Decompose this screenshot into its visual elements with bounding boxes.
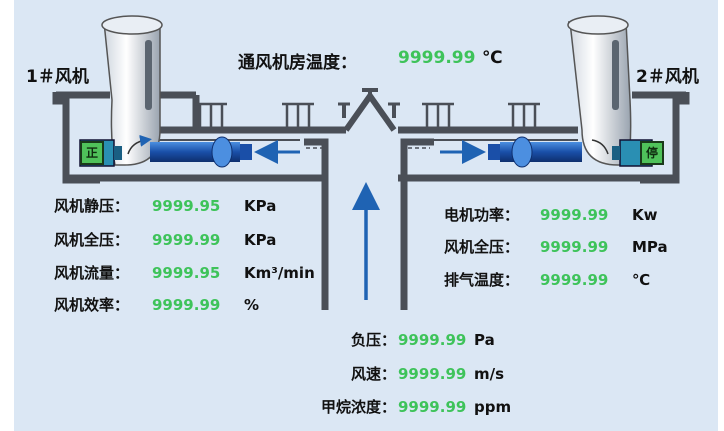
fan1-hood: [101, 15, 163, 166]
param-value: 9999.95: [152, 264, 221, 282]
param-label: 排气温度：: [444, 271, 520, 289]
param-value: 9999.99: [152, 296, 221, 314]
param-label: 甲烷浓度：: [320, 398, 396, 416]
fan2-housing: [398, 91, 690, 184]
fan1-motor: [79, 136, 300, 168]
param-label: 风机全压：: [444, 238, 520, 256]
main-shaft: [304, 138, 434, 310]
param-label: 负压：: [350, 331, 396, 349]
param-value: 9999.99: [540, 271, 609, 289]
damper-roof: [338, 88, 400, 132]
right-duct: [398, 126, 578, 141]
fan2-title: 2＃风机: [636, 67, 699, 87]
param-unit: MPa: [632, 238, 668, 256]
duct-valves: [195, 102, 540, 128]
param-unit: Kw: [632, 206, 658, 224]
param-value: 9999.95: [152, 197, 221, 215]
param-unit: KPa: [244, 231, 277, 249]
param-label: 风机流量：: [54, 264, 130, 282]
param-value: 9999.99: [398, 365, 467, 383]
param-unit: KPa: [244, 197, 277, 215]
room-temp-label: 通风机房温度：: [238, 53, 357, 73]
param-label: 风机静压：: [54, 197, 130, 215]
param-value: 9999.99: [398, 331, 467, 349]
param-label: 风机效率：: [54, 296, 130, 314]
fan2-motor: [440, 136, 653, 168]
param-unit: %: [244, 296, 260, 314]
param-value: 9999.99: [398, 398, 467, 416]
room-temp-unit: ℃: [482, 48, 503, 68]
room-temp-value: 9999.99: [398, 48, 476, 68]
fan1-housing: [52, 91, 326, 184]
fan2-status-indicator[interactable]: 停: [640, 141, 664, 165]
param-unit: Km³/min: [244, 264, 315, 282]
param-unit: ppm: [474, 398, 512, 416]
param-unit: m/s: [474, 365, 505, 383]
param-label: 风机全压：: [54, 231, 130, 249]
param-value: 9999.99: [540, 206, 609, 224]
param-label: 电机功率：: [444, 206, 520, 224]
param-label: 风速：: [350, 365, 396, 383]
fan1-status-indicator[interactable]: 正: [80, 141, 104, 165]
fan1-title: 1＃风机: [26, 67, 89, 87]
param-unit: Pa: [474, 331, 495, 349]
param-value: 9999.99: [540, 238, 609, 256]
param-value: 9999.99: [152, 231, 221, 249]
param-unit: ℃: [632, 271, 651, 289]
fan2-hood: [567, 15, 632, 166]
